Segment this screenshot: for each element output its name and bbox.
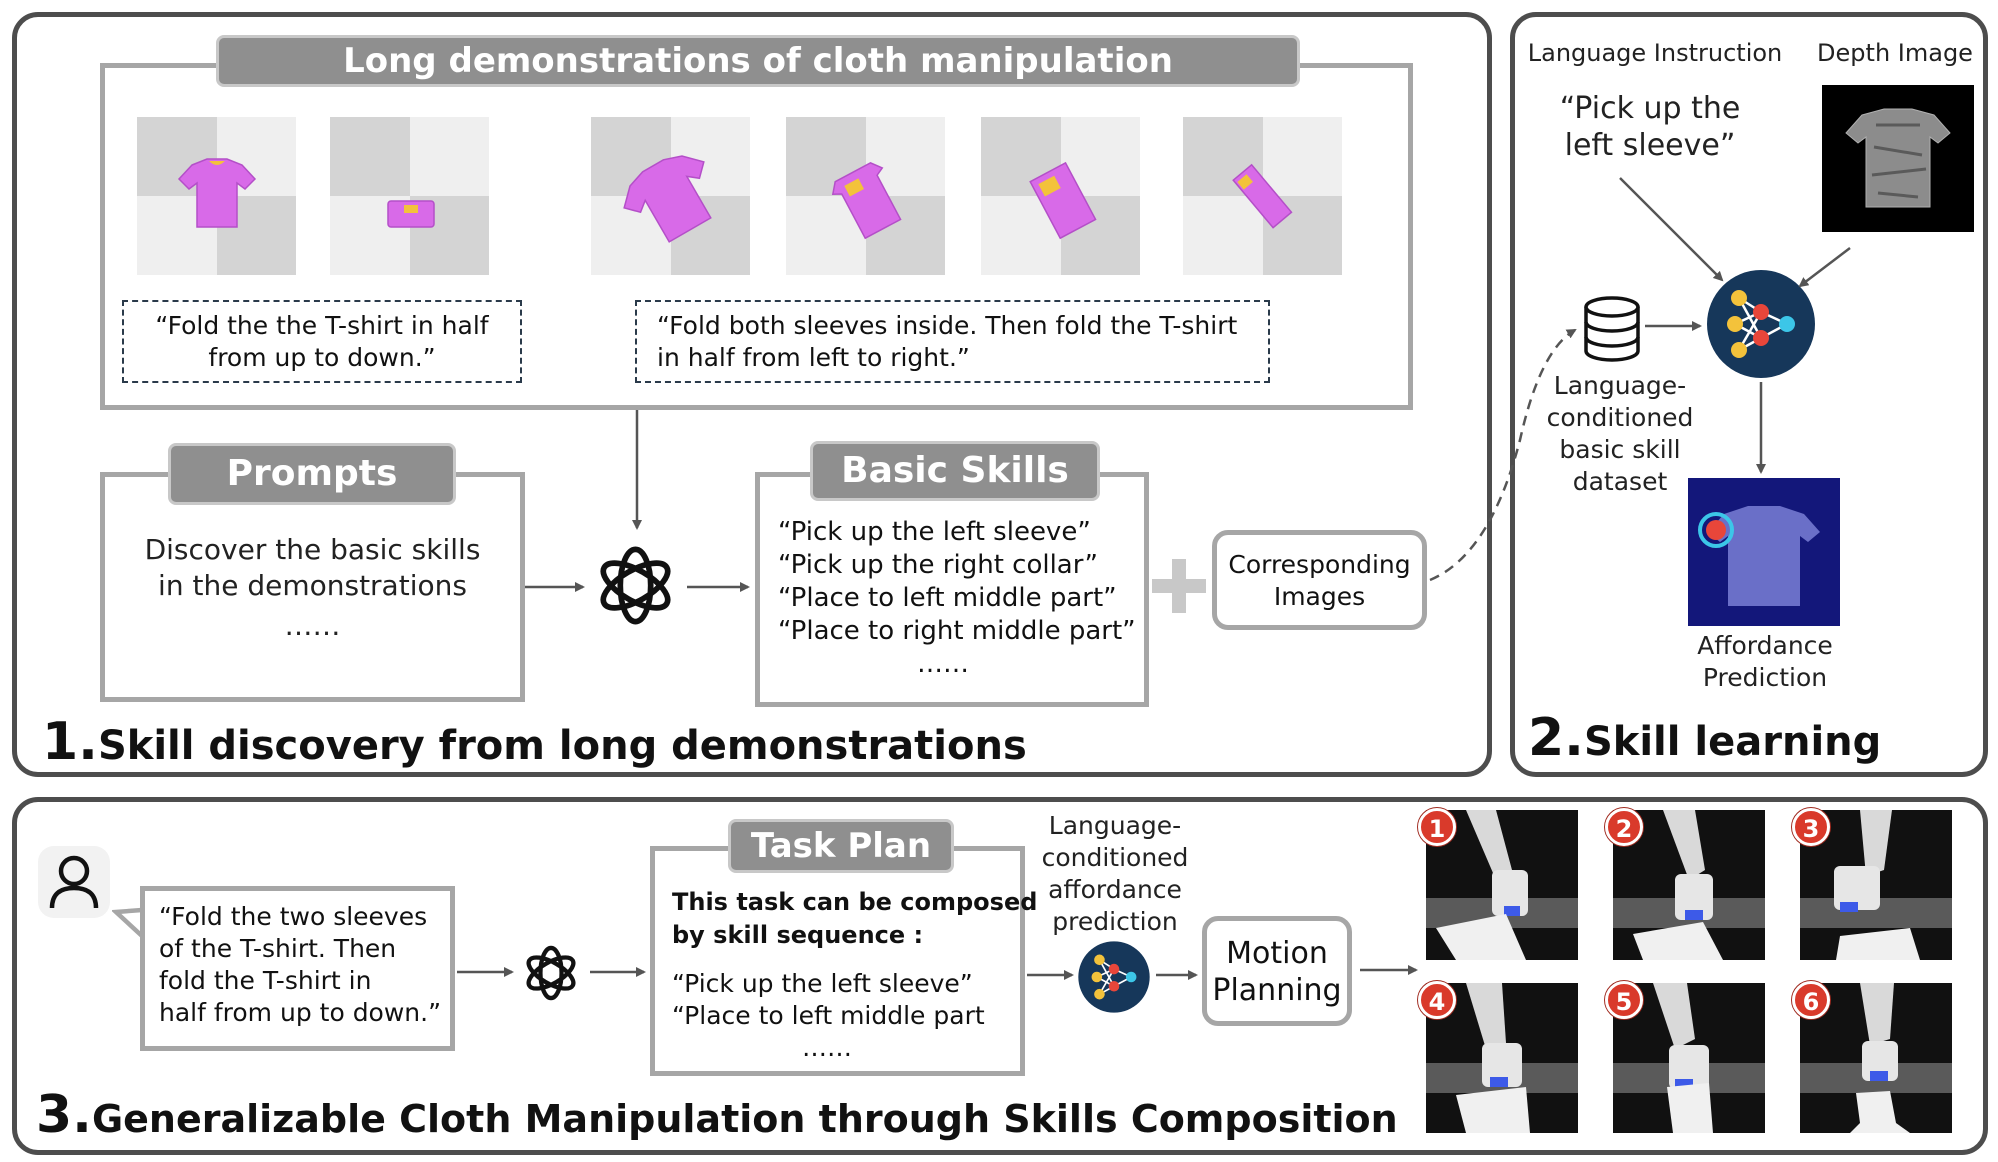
tshirt-depth-icon: [1845, 108, 1951, 208]
basic-skills-box: [755, 472, 1149, 707]
user-icon: [49, 855, 99, 909]
demo-frame-2: [330, 117, 489, 275]
neural-network-model-icon-2: [1078, 941, 1150, 1013]
language-instruction-label: Language Instruction: [1527, 39, 1783, 67]
section1-title: 1.Skill discovery from long demonstratio…: [42, 712, 1027, 772]
step-6-badge: 6: [1792, 981, 1830, 1019]
database-icon: [1584, 296, 1640, 362]
dataset-label: Language- conditioned basic skill datase…: [1546, 371, 1694, 496]
demo-frame-5: [981, 117, 1140, 275]
tshirt-folded-icon: [387, 200, 435, 228]
task-plan-items: “Pick up the left sleeve” “Place to left…: [672, 969, 985, 1062]
corresponding-images-box: Corresponding Images: [1212, 530, 1427, 630]
affordance-prediction-image: [1688, 478, 1840, 626]
step-5-badge: 5: [1605, 981, 1643, 1019]
basic-skills-header: Basic Skills: [810, 441, 1100, 501]
instruction-quote: “Pick up the left sleeve”: [1559, 91, 1741, 163]
demo-frame-3: [591, 117, 750, 275]
step-2-badge: 2: [1605, 808, 1643, 846]
neural-network-model-icon: [1707, 270, 1815, 378]
task-plan-box: [650, 846, 1025, 1076]
prompts-text: Discover the basic skills in the demonst…: [144, 533, 481, 642]
demo-caption-a: “Fold the the T-shirt in half from up to…: [122, 300, 522, 383]
demonstrations-header: Long demonstrations of cloth manipulatio…: [216, 35, 1300, 87]
openai-logo-icon-2: [526, 945, 576, 1001]
tshirt-icon: [177, 158, 257, 228]
openai-logo-icon: [600, 546, 671, 625]
depth-image-label: Depth Image: [1817, 39, 1973, 67]
demo-frame-1: [137, 117, 296, 275]
step-4-badge: 4: [1418, 981, 1456, 1019]
tshirt-rotated-icon: [623, 155, 712, 243]
task-plan-bold-text: This task can be composed by skill seque…: [672, 888, 1038, 949]
demo-frame-6: [1183, 117, 1342, 275]
tshirt-sleeves-in-icon: [1029, 161, 1097, 240]
user-avatar: [38, 846, 110, 918]
prompts-header: Prompts: [168, 443, 456, 505]
robot-step-6-image: [1800, 983, 1952, 1133]
tshirt-sleeve-fold-icon: [831, 162, 902, 240]
section3-title: 3.Generalizable Cloth Manipulation throu…: [36, 1085, 1398, 1145]
step-3-badge: 3: [1792, 808, 1830, 846]
task-plan-header: Task Plan: [728, 819, 954, 873]
affordance-model-label: Language- conditioned affordance predict…: [1041, 811, 1189, 936]
prompts-box: [100, 472, 525, 702]
depth-image: [1822, 85, 1974, 232]
tshirt-heatmap-icon: [1698, 506, 1820, 606]
motion-planning-box: Motion Planning: [1202, 916, 1352, 1026]
step-1-badge: 1: [1418, 808, 1456, 846]
speech-bubble-tail: [112, 907, 144, 938]
demo-frame-4: [786, 117, 945, 275]
tshirt-half-fold-icon: [1232, 163, 1293, 229]
plus-icon: [1152, 559, 1206, 613]
affordance-label: Affordance Prediction: [1697, 631, 1833, 692]
basic-skills-list: “Pick up the left sleeve” “Pick up the r…: [778, 517, 1136, 679]
section2-title: 2.Skill learning: [1528, 708, 1882, 768]
user-request-bubble: “Fold the two sleeves of the T-shirt. Th…: [140, 886, 455, 1051]
demo-caption-b: “Fold both sleeves inside. Then fold the…: [635, 300, 1270, 383]
